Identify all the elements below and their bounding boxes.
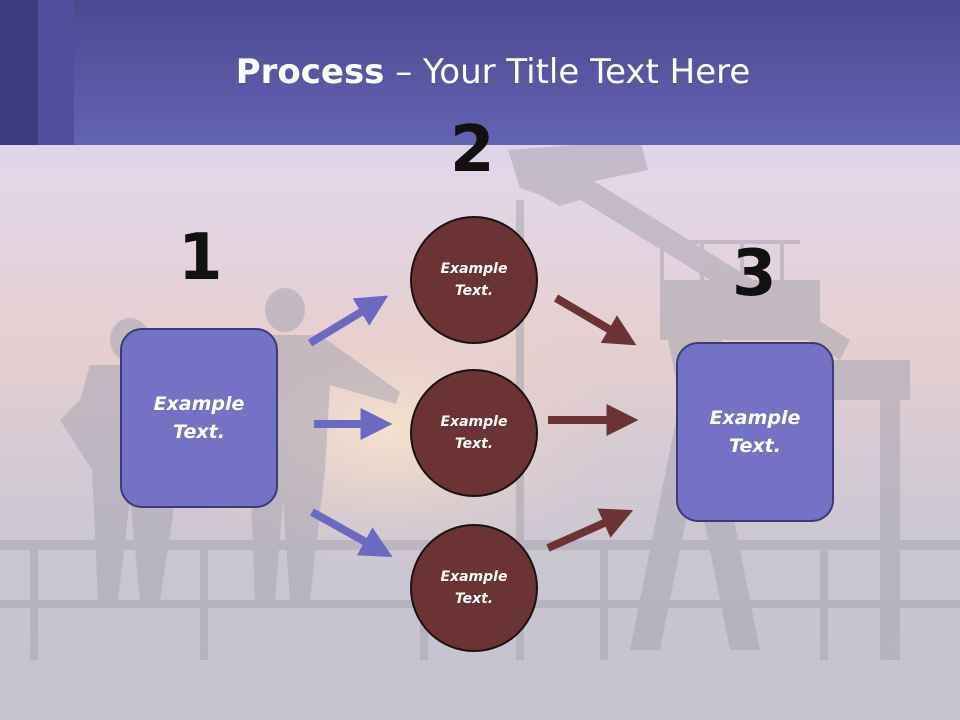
- arrow-step1-to-bottom: [312, 512, 380, 550]
- arrow-step1-to-top: [310, 303, 376, 343]
- arrow-bottom-to-step3: [548, 516, 620, 548]
- arrow-top-to-step3: [556, 298, 624, 338]
